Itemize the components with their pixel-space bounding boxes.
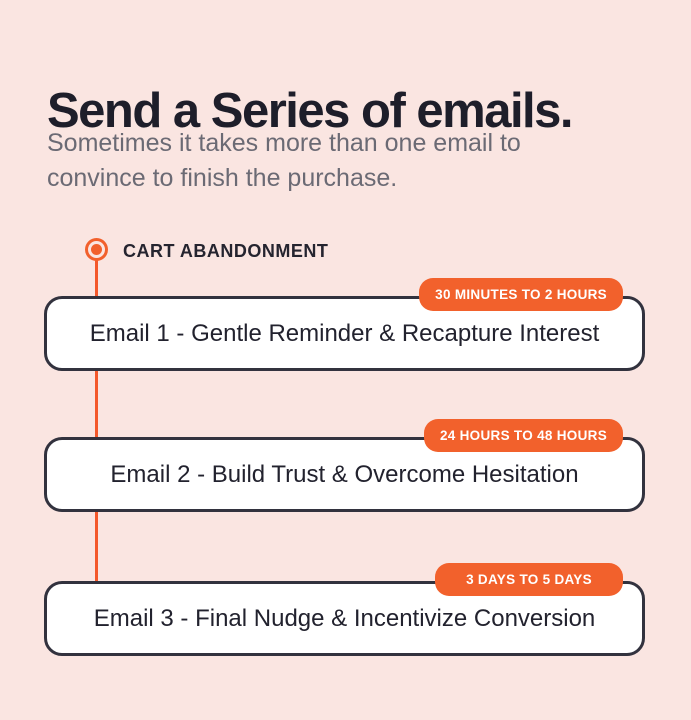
page-subtitle-line1: Sometimes it takes more than one email t… bbox=[47, 129, 521, 157]
email-step-1: 30 MINUTES TO 2 HOURS Email 1 - Gentle R… bbox=[44, 278, 645, 371]
email-step-3: 3 DAYS TO 5 DAYS Email 3 - Final Nudge &… bbox=[44, 563, 645, 656]
page-subtitle-line2: convince to finish the purchase. bbox=[47, 164, 398, 192]
timeline-label: CART ABANDONMENT bbox=[123, 241, 329, 261]
email-card-1-label: Email 1 - Gentle Reminder & Recapture In… bbox=[89, 319, 600, 347]
timing-badge-2: 24 HOURS TO 48 HOURS bbox=[423, 419, 623, 452]
email-card-3-label: Email 3 - Final Nudge & Incentivize Conv… bbox=[93, 604, 596, 632]
ring-dot-icon-center bbox=[91, 244, 102, 255]
timing-badge-1: 30 MINUTES TO 2 HOURS bbox=[419, 278, 623, 311]
page-title: Send a Series of emails. bbox=[47, 83, 574, 138]
email-card-2-label: Email 2 - Build Trust & Overcome Hesitat… bbox=[110, 460, 579, 488]
timing-badge-3: 3 DAYS TO 5 DAYS bbox=[435, 563, 623, 596]
ring-dot-icon bbox=[85, 238, 108, 261]
page-subtitle: Sometimes it takes more than one email t… bbox=[47, 126, 521, 196]
email-step-2: 24 HOURS TO 48 HOURS Email 2 - Build Tru… bbox=[44, 419, 645, 512]
timeline-connector-line bbox=[95, 258, 98, 583]
